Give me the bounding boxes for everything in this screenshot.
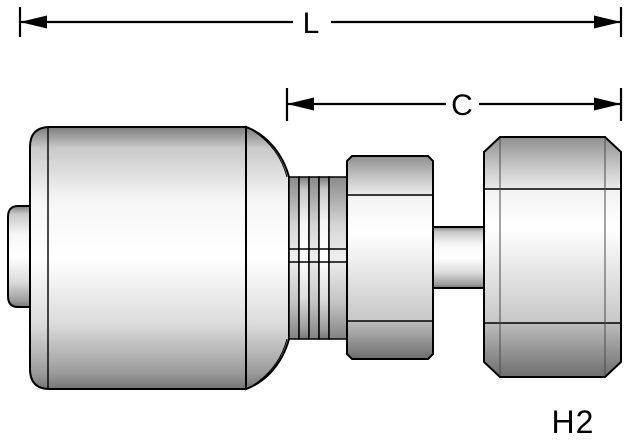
hex-nut-right-bottom-flat (484, 323, 621, 377)
ferrule-shell (29, 126, 247, 390)
dimension-l-label: L (303, 7, 320, 40)
arrow-right-icon (594, 97, 621, 111)
arrow-left-icon (20, 15, 47, 29)
hex-nut-right (483, 136, 622, 378)
part-code-label: H2 (552, 404, 595, 440)
dimension-l (18, 7, 623, 37)
hex-nut-middle-center-flat (347, 195, 433, 321)
hose-tube-stub (7, 205, 33, 308)
fitting-drawing (7, 125, 622, 391)
hex-nut-middle-bottom-flat (347, 321, 433, 359)
collar-ring (298, 176, 310, 340)
arrow-right-icon (594, 15, 621, 29)
hex-nut-middle (346, 155, 434, 360)
collar-rings (288, 176, 348, 340)
hex-nut-middle-outline (346, 155, 434, 360)
collar-band (328, 176, 348, 340)
hex-nut-middle-top-flat (347, 156, 433, 195)
connecting-shaft (432, 226, 485, 289)
collar-ring (288, 176, 300, 340)
bell-contour-line-top (251, 129, 288, 178)
dimension-c-label: C (451, 89, 473, 122)
arrow-left-icon (287, 97, 314, 111)
dimension-c (285, 88, 623, 121)
hex-nut-right-top-flat (484, 137, 621, 189)
bell-transition (245, 125, 290, 391)
hex-nut-right-outline (483, 136, 622, 378)
collar-ring (308, 176, 320, 340)
bell-contour-line-bottom (251, 338, 288, 387)
hex-nut-right-center-flat (484, 189, 621, 323)
collar-ring (318, 176, 330, 340)
